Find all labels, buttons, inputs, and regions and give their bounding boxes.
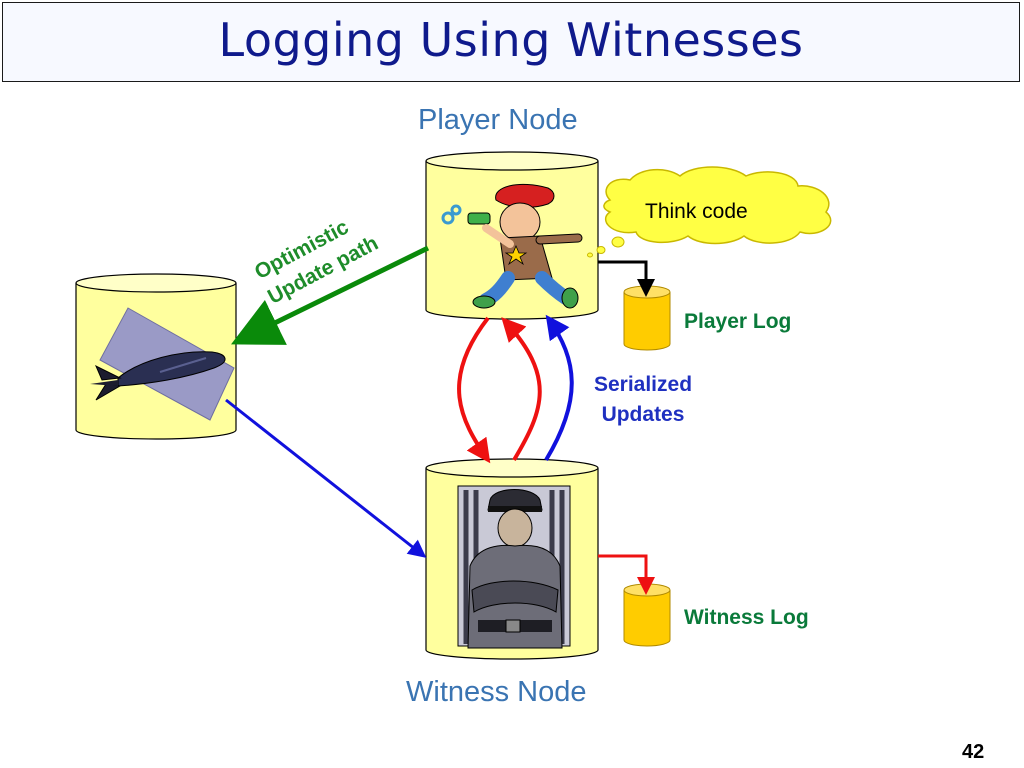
guard-character-icon: [457, 485, 571, 649]
title-bar: Logging Using Witnesses: [2, 2, 1020, 82]
serialized-red-arrow-up: [501, 317, 542, 462]
serialized-updates-label: Serialized Updates: [578, 370, 708, 430]
player-log-cylinder: [623, 285, 671, 351]
player-node-label: Player Node: [418, 104, 578, 136]
witness-log-label: Witness Log: [684, 606, 809, 629]
serialized-blue-arrow-up: [544, 314, 574, 462]
slide-title: Logging Using Witnesses: [218, 13, 804, 67]
serialized-line-2: Updates: [601, 403, 685, 426]
missile-icon: [90, 307, 235, 421]
witness-node-label: Witness Node: [406, 676, 587, 708]
witness-log-arrow: [598, 554, 655, 595]
think-code-label: Think code: [645, 200, 748, 223]
client-to-witness-arrow: [225, 398, 427, 558]
player-log-label: Player Log: [684, 310, 792, 333]
optimistic-update-arrow: [231, 245, 430, 345]
serialized-line-1: Serialized: [593, 373, 693, 396]
page-number: 42: [962, 741, 985, 763]
player-character-icon: [441, 183, 583, 309]
player-log-arrow: [598, 260, 655, 297]
witness-log-cylinder: [623, 583, 671, 647]
serialized-red-arrow-down: [457, 316, 491, 464]
think-cloud-shape: [587, 166, 832, 258]
